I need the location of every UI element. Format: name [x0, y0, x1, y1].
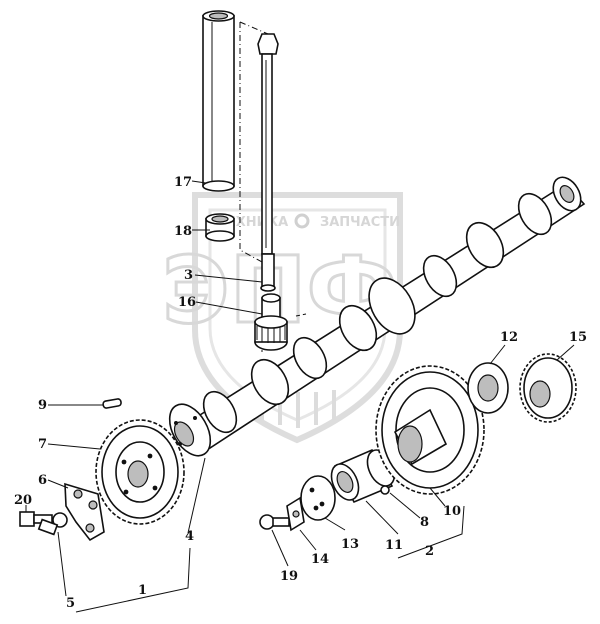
callout-11: 11 [385, 538, 403, 553]
watermark-brand-right: ЗАПЧАСТИ [320, 215, 400, 230]
callout-1: 1 [138, 583, 147, 598]
part-5-bolt [37, 512, 68, 536]
part-8-pin [380, 485, 390, 495]
callout-6: 6 [38, 473, 47, 488]
part-17-tube [202, 10, 235, 192]
callout-7: 7 [38, 437, 47, 452]
callout-19: 19 [280, 569, 298, 584]
part-18-bushing [205, 213, 235, 242]
callout-4: 4 [185, 529, 194, 544]
part-19-bolt [259, 514, 290, 530]
part-20-bolt [19, 511, 53, 527]
part-14-flange [286, 496, 305, 532]
part-12-bearing [467, 362, 509, 414]
gear-icon [294, 213, 310, 229]
callout-13: 13 [341, 537, 359, 552]
callout-3: 3 [184, 268, 193, 283]
part-10-idler-gear [375, 365, 485, 495]
watermark-shield-shape [192, 192, 403, 444]
camshaft [168, 176, 586, 457]
callout-2: 2 [425, 544, 434, 559]
part-16-drive-gear [254, 293, 288, 351]
leader-lines [25, 180, 575, 613]
callout-9: 9 [38, 398, 47, 413]
part-6-thrust-plate [64, 482, 105, 542]
callout-18: 18 [174, 224, 192, 239]
part-15-pinion-gear [519, 353, 577, 423]
callout-12: 12 [500, 330, 518, 345]
callout-20: 20 [14, 493, 32, 508]
callout-10: 10 [443, 504, 461, 519]
callout-labels: 17 18 3 16 9 7 6 20 5 4 1 12 15 10 8 11 … [14, 175, 587, 611]
callout-5: 5 [66, 596, 75, 611]
part-7-camshaft-gear [95, 419, 185, 525]
callout-16: 16 [178, 295, 196, 310]
part-3-rod [257, 33, 279, 292]
part-9-pin [102, 398, 122, 409]
callout-17: 17 [174, 175, 192, 190]
callout-15: 15 [569, 330, 587, 345]
callout-14: 14 [311, 552, 329, 567]
part-11-sleeve [330, 448, 396, 504]
part-13-washer [300, 475, 336, 521]
callout-8: 8 [420, 515, 429, 530]
